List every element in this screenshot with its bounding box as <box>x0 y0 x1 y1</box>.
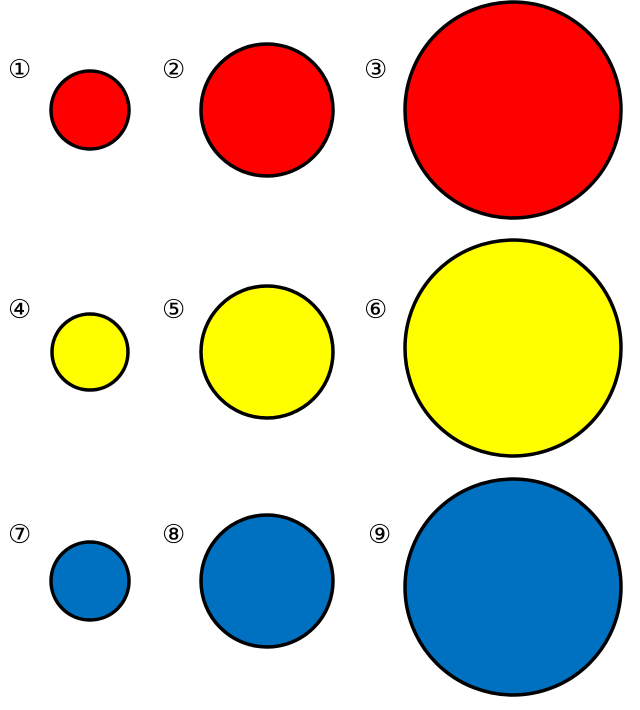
circle-8 <box>199 513 335 649</box>
item-label-1: ① <box>8 55 31 85</box>
grid-cell-3: ③ <box>364 0 623 220</box>
grid-cell-9: ⑨ <box>368 477 623 697</box>
grid-cell-6: ⑥ <box>364 238 623 458</box>
grid-cell-5: ⑤ <box>162 284 335 420</box>
circle-1 <box>49 69 131 151</box>
circle-6 <box>403 238 623 458</box>
item-label-2: ② <box>162 55 185 85</box>
item-label-8: ⑧ <box>162 520 185 550</box>
item-label-7: ⑦ <box>8 520 31 550</box>
circle-5 <box>199 284 335 420</box>
item-label-4: ④ <box>8 295 31 325</box>
circle-2 <box>199 42 335 178</box>
item-label-5: ⑤ <box>162 295 185 325</box>
circle-3 <box>403 0 623 220</box>
item-label-9: ⑨ <box>368 520 391 550</box>
grid-cell-7: ⑦ <box>8 520 131 622</box>
circle-4 <box>50 312 130 392</box>
circle-7 <box>49 540 131 622</box>
circle-9 <box>403 477 623 697</box>
item-label-3: ③ <box>364 55 387 85</box>
grid-cell-1: ① <box>8 55 131 151</box>
item-label-6: ⑥ <box>364 295 387 325</box>
grid-cell-2: ② <box>162 42 335 178</box>
grid-cell-4: ④ <box>8 295 130 392</box>
grid-cell-8: ⑧ <box>162 513 335 649</box>
